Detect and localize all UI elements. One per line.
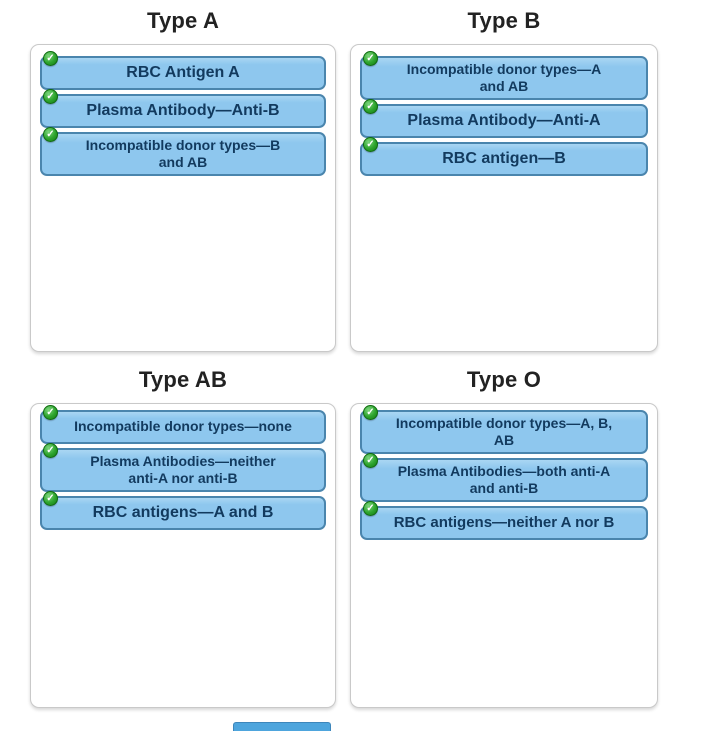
group-title-type-ab: Type AB xyxy=(138,367,228,392)
drag-card[interactable]: ✓ RBC antigens—A and B xyxy=(40,491,326,531)
drag-card[interactable]: ✓ Plasma Antibody—Anti-B xyxy=(40,89,326,128)
card-label: RBC antigen—B xyxy=(442,150,566,168)
check-icon: ✓ xyxy=(43,127,58,142)
group-title-type-a: Type A xyxy=(146,8,220,33)
drag-card[interactable]: ✓ Incompatible donor types—B and AB xyxy=(40,127,326,177)
group-title-type-b: Type B xyxy=(467,8,541,33)
card-label: Plasma Antibodies—neither anti-A nor ant… xyxy=(90,453,276,487)
check-icon: ✓ xyxy=(363,137,378,153)
drag-card[interactable]: ✓ RBC antigens—neither A nor B xyxy=(360,501,648,541)
check-icon: ✓ xyxy=(43,89,58,104)
drag-card[interactable]: ✓ Incompatible donor types—A, B, AB xyxy=(360,405,648,455)
check-icon: ✓ xyxy=(363,405,378,420)
card-label: Incompatible donor types—B and AB xyxy=(85,137,281,171)
card-label: RBC antigens—neither A nor B xyxy=(393,514,615,532)
card-label: RBC antigens—A and B xyxy=(92,504,274,522)
drag-card[interactable]: ✓ RBC Antigen A xyxy=(40,51,326,90)
drag-card[interactable]: ✓ Plasma Antibodies—neither anti-A nor a… xyxy=(40,443,326,493)
partially-visible-card[interactable] xyxy=(233,722,331,731)
check-icon: ✓ xyxy=(43,491,58,507)
card-label: Incompatible donor types—A, B, AB xyxy=(395,415,613,449)
check-icon: ✓ xyxy=(43,405,58,420)
drag-card[interactable]: ✓ Incompatible donor types—A and AB xyxy=(360,51,648,101)
drag-card[interactable]: ✓ Plasma Antibodies—both anti-A and anti… xyxy=(360,453,648,503)
drag-card[interactable]: ✓ Incompatible donor types—none xyxy=(40,405,326,444)
group-title-type-o: Type O xyxy=(466,367,542,392)
dropzone-type-a[interactable]: ✓ RBC Antigen A ✓ Plasma Antibody—Anti-B… xyxy=(30,44,336,352)
check-icon: ✓ xyxy=(363,51,378,66)
dropzone-type-b[interactable]: ✓ Incompatible donor types—A and AB ✓ Pl… xyxy=(350,44,658,352)
check-icon: ✓ xyxy=(363,99,378,115)
card-label: Plasma Antibody—Anti-B xyxy=(86,102,280,120)
card-label: RBC Antigen A xyxy=(126,64,240,82)
card-label: Incompatible donor types—none xyxy=(74,418,292,435)
card-label: Plasma Antibody—Anti-A xyxy=(407,112,601,130)
dropzone-type-ab[interactable]: ✓ Incompatible donor types—none ✓ Plasma… xyxy=(30,403,336,708)
card-label: Incompatible donor types—A and AB xyxy=(406,61,602,95)
card-label: Plasma Antibodies—both anti-A and anti-B xyxy=(397,463,611,497)
drag-card[interactable]: ✓ Plasma Antibody—Anti-A xyxy=(360,99,648,139)
check-icon: ✓ xyxy=(363,453,378,469)
drag-card[interactable]: ✓ RBC antigen—B xyxy=(360,137,648,177)
dropzone-type-o[interactable]: ✓ Incompatible donor types—A, B, AB ✓ Pl… xyxy=(350,403,658,708)
check-icon: ✓ xyxy=(363,501,378,517)
check-icon: ✓ xyxy=(43,51,58,66)
check-icon: ✓ xyxy=(43,443,58,458)
